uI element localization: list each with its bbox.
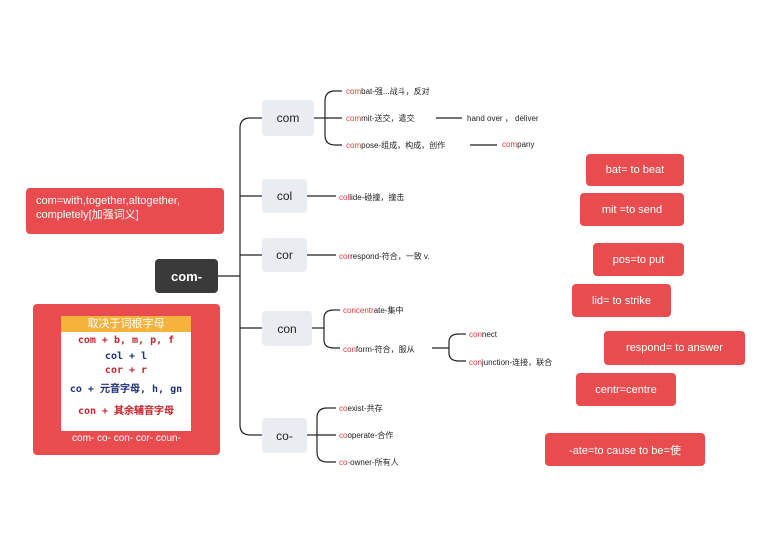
root-mit-box[interactable]: mit =to send [580, 193, 684, 226]
leaf-conform[interactable]: conform-符合，服从 [343, 345, 415, 354]
definition-box[interactable]: com=with,together,altogether, completely… [26, 188, 224, 234]
rules-footer: com- co- con- cor- coun- [72, 433, 181, 444]
leaf-collide[interactable]: collide-碰撞，撞击 [339, 193, 405, 202]
prefix-rules-table: 取决于词根字母 com + b, m, p, f col + l cor + r… [61, 316, 191, 431]
branch-cor[interactable]: cor [262, 238, 307, 272]
branch-col[interactable]: col [262, 179, 307, 213]
note-company[interactable]: company [502, 140, 535, 149]
leaf-combat[interactable]: combat-强...战斗，反对 [346, 87, 430, 96]
leaf-connect[interactable]: connect [469, 330, 498, 339]
leaf-concentrate[interactable]: concentrate-集中 [343, 306, 404, 315]
root-respond-box[interactable]: respond= to answer [604, 331, 745, 365]
branch-con[interactable]: con [262, 311, 312, 346]
root-node[interactable]: com- [155, 259, 218, 293]
rule-line: co + 元音字母, h, gn [69, 384, 183, 395]
leaf-conjunction[interactable]: conjunction-连接，联合 [469, 358, 553, 367]
root-pos-box[interactable]: pos=to put [593, 243, 684, 276]
rules-header: 取决于词根字母 [61, 316, 191, 332]
root-bat-box[interactable]: bat= to beat [586, 154, 684, 186]
leaf-coexist[interactable]: coexist-共存 [339, 404, 383, 413]
rule-line: con + 其余辅音字母 [77, 406, 175, 417]
rule-line: cor + r [104, 365, 148, 376]
leaf-commit[interactable]: commit-送交，遣交 [346, 114, 415, 123]
branch-com[interactable]: com [262, 100, 314, 136]
note-commit-meaning[interactable]: hand over ， deliver [467, 114, 539, 123]
leaf-cooperate[interactable]: cooperate-合作 [339, 431, 394, 440]
root-lid-box[interactable]: lid= to strike [572, 284, 671, 317]
rule-line: com + b, m, p, f [77, 335, 175, 346]
leaf-co-owner[interactable]: co-owner-所有人 [339, 458, 399, 467]
rule-line: col + l [104, 351, 148, 362]
prefix-rules-card[interactable]: 取决于词根字母 com + b, m, p, f col + l cor + r… [33, 304, 220, 455]
branch-co[interactable]: co- [262, 418, 307, 453]
leaf-correspond[interactable]: correspond-符合，一致 v. [339, 252, 430, 261]
suffix-ate-box[interactable]: -ate=to cause to be=使 [545, 433, 705, 466]
leaf-compose[interactable]: compose-组成，构成，创作 [346, 141, 446, 150]
root-centr-box[interactable]: centr=centre [576, 373, 676, 406]
